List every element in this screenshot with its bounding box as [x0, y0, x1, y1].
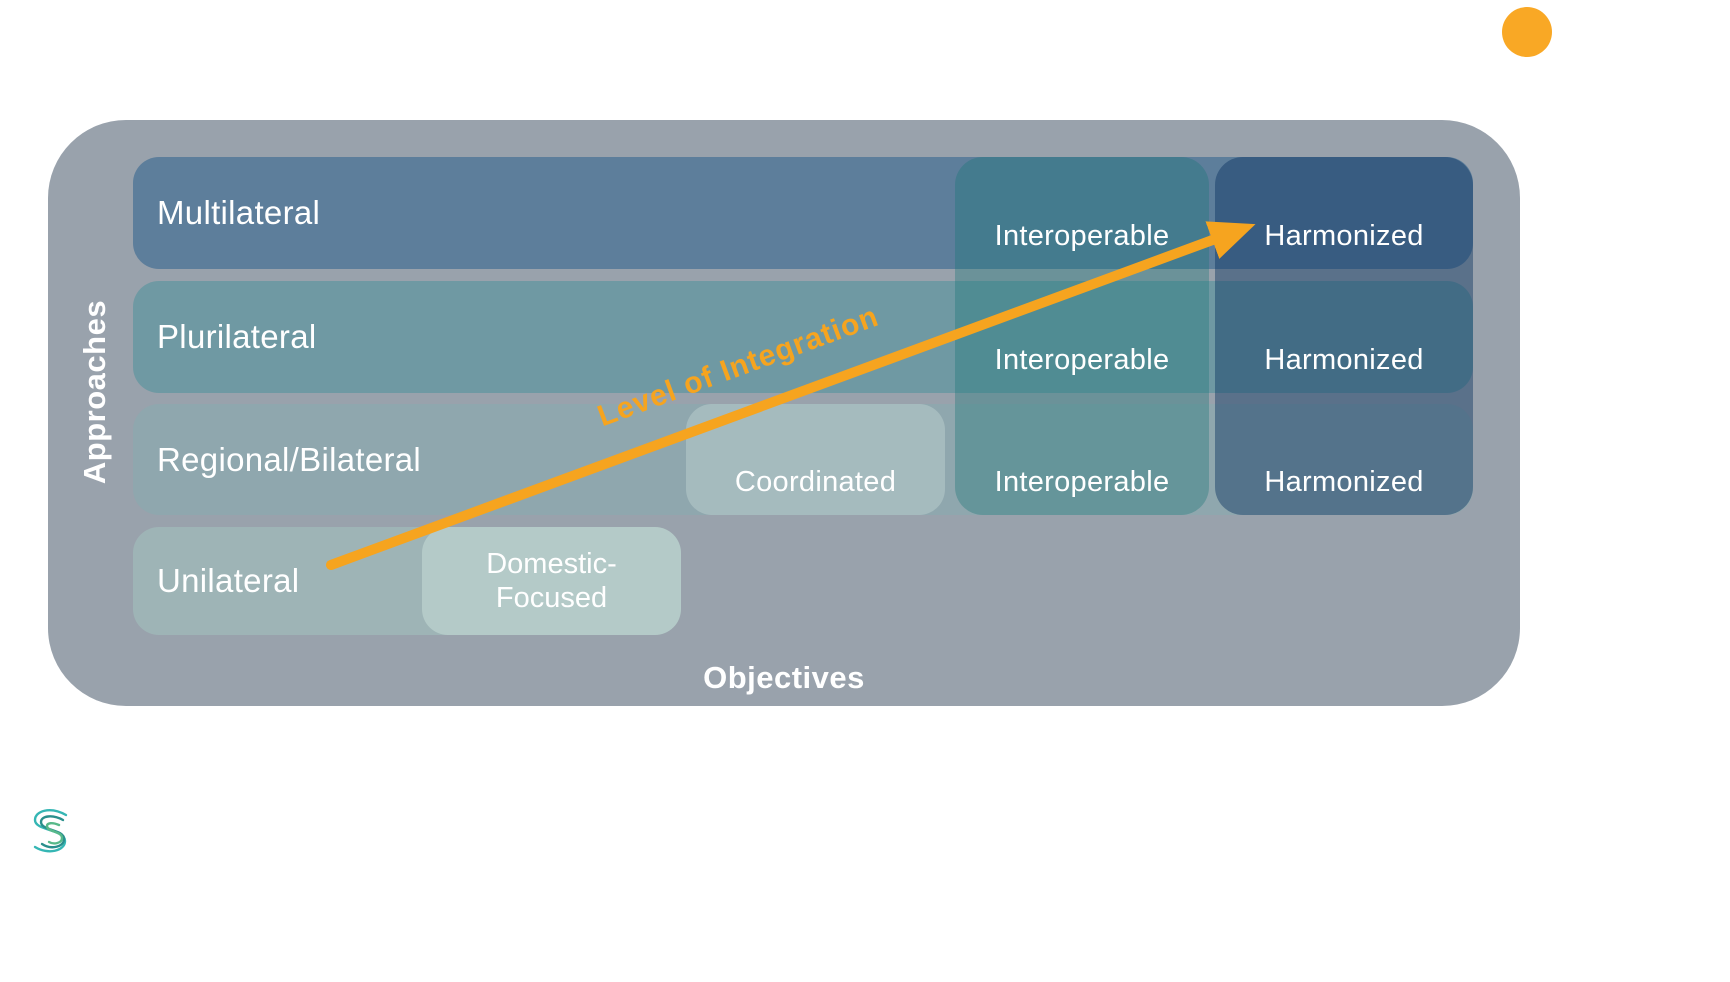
row-plurilateral-label: Plurilateral — [157, 318, 317, 355]
cell-interoperable-plurilateral-label: Interoperable — [994, 344, 1170, 376]
accent-dot-icon — [1502, 7, 1552, 57]
cell-domestic-focused-label: Domestic-Focused — [486, 547, 617, 614]
row-unilateral-label: Unilateral — [157, 562, 300, 599]
y-axis-label: Approaches — [77, 299, 112, 485]
cell-harmonized-multilateral-label: Harmonized — [1264, 220, 1424, 252]
x-axis-label: Objectives — [703, 660, 865, 695]
cell-harmonized-regional-label: Harmonized — [1264, 466, 1424, 498]
cell-harmonized-plurilateral-label: Harmonized — [1264, 344, 1424, 376]
column-harmonized — [1215, 157, 1473, 515]
cell-domestic-focused: Domestic-Focused — [422, 527, 681, 635]
cell-coordinated-label: Coordinated — [734, 466, 897, 498]
logo-s-mark-icon — [33, 809, 68, 853]
cell-interoperable-multilateral-label: Interoperable — [994, 220, 1170, 252]
row-regional-bilateral-label: Regional/Bilateral — [157, 440, 422, 478]
row-multilateral-label: Multilateral — [157, 194, 321, 231]
cell-interoperable-regional-label: Interoperable — [994, 466, 1170, 498]
